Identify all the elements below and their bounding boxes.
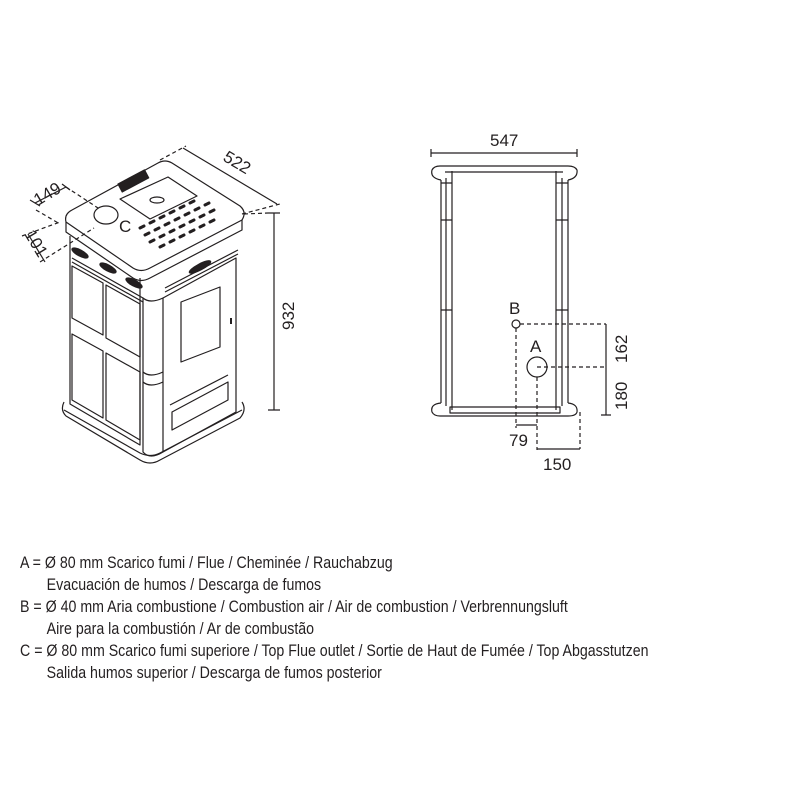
stove-top: [65, 160, 245, 272]
dim-a-side-label: 150: [543, 455, 571, 474]
label-a: A: [530, 337, 542, 356]
top-plate: [119, 176, 198, 220]
legend-a-line1: A = Ø 80 mm Scarico fumi / Flue / Chemin…: [20, 554, 393, 572]
rear-dimension-lines: [516, 324, 611, 450]
legend-b-line2: Aire para la combustión / Ar de combustã…: [46, 620, 315, 638]
legend-c-line2: Salida humos superior / Descarga de fumo…: [46, 664, 382, 682]
bottom-plate: [449, 406, 561, 414]
top-vent-holes: [138, 199, 216, 249]
width-dimension-line: [430, 149, 578, 157]
dim-a-height-label: 180: [612, 382, 631, 410]
rear-dimension-guides: [515, 323, 606, 450]
stove-isometric-view: [21, 145, 281, 464]
stove-rear-view: [430, 149, 611, 450]
dim-width-label: 547: [490, 131, 518, 150]
control-panel: [117, 169, 150, 193]
dim-b-to-a-label: 79: [509, 431, 528, 450]
iso-dimensions: [21, 145, 281, 411]
stove-window: [180, 286, 221, 363]
corner-column: [142, 297, 164, 457]
stove-left-face: [69, 236, 141, 446]
legend-a-line2: Evacuación de humos / Descarga de fumos: [46, 576, 322, 594]
dim-flue-side-label: 149: [30, 179, 64, 210]
technical-drawing: 522 932 149 101 C 547 162 180 79 150 B A: [21, 131, 631, 474]
bottom-panel: [169, 374, 229, 431]
top-lip: [431, 165, 578, 181]
dim-flue-back-label: 101: [21, 226, 52, 260]
dim-height-label: 932: [279, 302, 298, 330]
left-panels: [71, 265, 141, 441]
hole-b: [511, 319, 521, 329]
flue-c-circle: [93, 205, 119, 225]
label-c: C: [119, 217, 131, 236]
legend: A = Ø 80 mm Scarico fumi / Flue / Chemin…: [20, 552, 648, 684]
label-b: B: [509, 299, 520, 318]
stove-base: [61, 401, 245, 464]
legend-b-line1: B = Ø 40 mm Aria combustione / Combustio…: [20, 598, 568, 616]
dim-b-above-a-label: 162: [612, 335, 631, 363]
legend-c-line1: C = Ø 80 mm Scarico fumi superiore / Top…: [20, 642, 649, 660]
